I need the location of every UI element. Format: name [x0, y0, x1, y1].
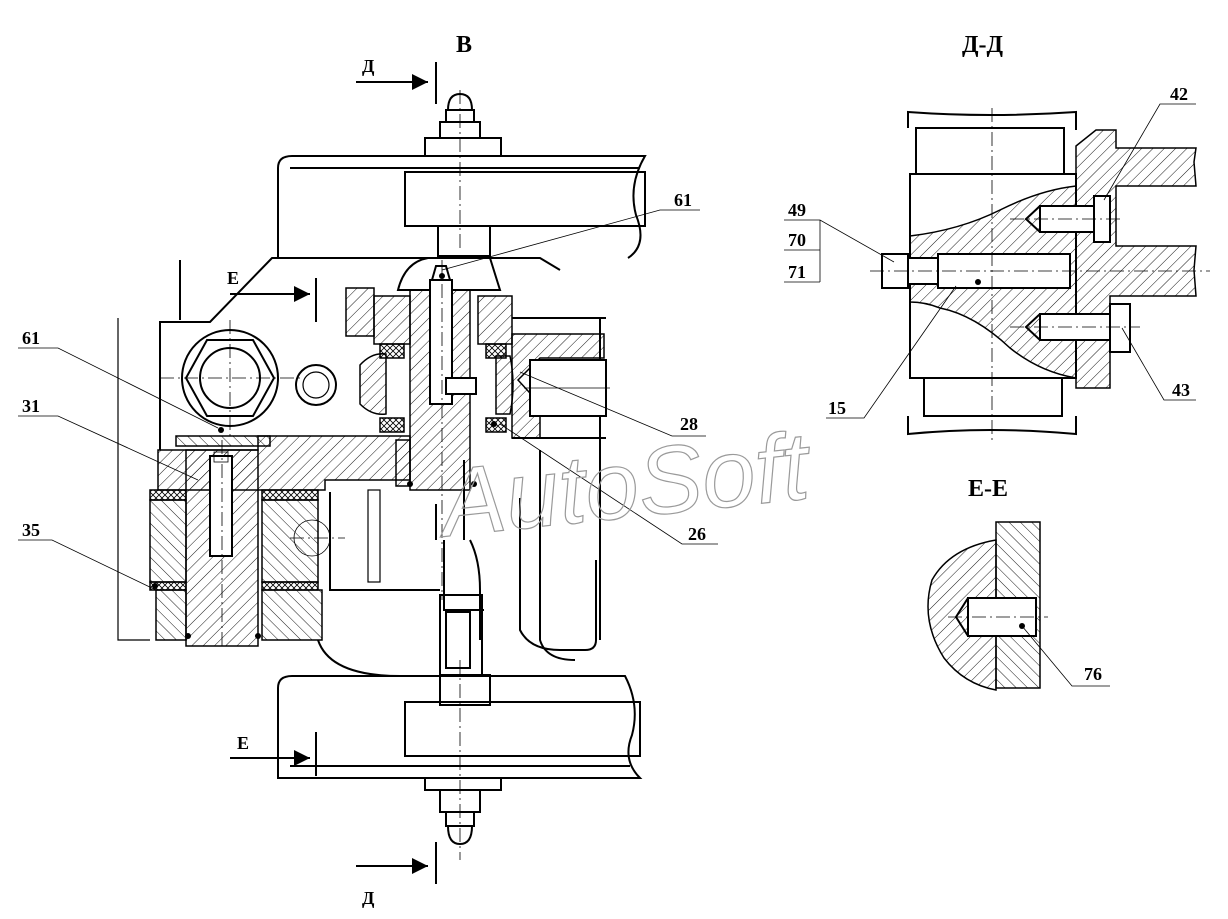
callouts-dd: 49 70 71 42 43 15: [788, 84, 1190, 418]
section-ee-title: Е-Е: [968, 476, 1008, 502]
watermark: AutoSoft: [431, 412, 817, 558]
top-grease-fitting: [424, 90, 502, 250]
round-boss: [295, 364, 337, 406]
callout-61-top: 61: [674, 190, 692, 210]
callout-26: 26: [688, 524, 706, 544]
bottom-grease-fitting: [424, 660, 502, 860]
callout-42: 42: [1170, 84, 1188, 104]
callout-61-left: 61: [22, 328, 40, 348]
callout-76: 76: [1084, 664, 1102, 684]
section-mark-d-bottom: Д: [356, 842, 437, 908]
callout-31: 31: [22, 396, 40, 416]
leader-lines-main: [18, 209, 718, 591]
upper-frame-beam: [277, 155, 647, 259]
right-joint: [511, 333, 610, 439]
section-mark-e-top: Е: [227, 268, 317, 322]
callout-70: 70: [788, 230, 806, 250]
hex-nut: [160, 320, 300, 440]
section-mark-d-top: Д: [356, 56, 437, 104]
callout-71: 71: [788, 262, 806, 282]
callout-28: 28: [680, 414, 698, 434]
upper-pin: [437, 225, 491, 257]
section-dd: Д-Д 49 70: [784, 32, 1210, 440]
main-view-title: B: [456, 32, 472, 58]
callout-15: 15: [828, 398, 846, 418]
section-ee: Е-Е 76: [927, 476, 1110, 691]
section-letter-e-bottom: Е: [237, 733, 249, 753]
callout-35: 35: [22, 520, 40, 540]
section-letter-e-top: Е: [227, 268, 239, 288]
section-letter-d-top: Д: [362, 56, 375, 76]
section-letter-d-bottom: Д: [362, 888, 375, 908]
callout-43: 43: [1172, 380, 1190, 400]
left-pin-assembly: [149, 427, 345, 650]
section-dd-title: Д-Д: [962, 32, 1004, 58]
callouts-main: 61 61 31 35 28 26: [22, 190, 706, 544]
lower-shaft: [439, 594, 491, 706]
center-spindle-assembly: [345, 257, 514, 611]
main-view: Е Е Д Д B 61: [18, 32, 718, 908]
lower-frame-beam: [277, 675, 643, 779]
callout-49: 49: [788, 200, 806, 220]
section-mark-e-bottom: Е: [230, 732, 317, 776]
leader-lines-dd: [784, 103, 1196, 419]
